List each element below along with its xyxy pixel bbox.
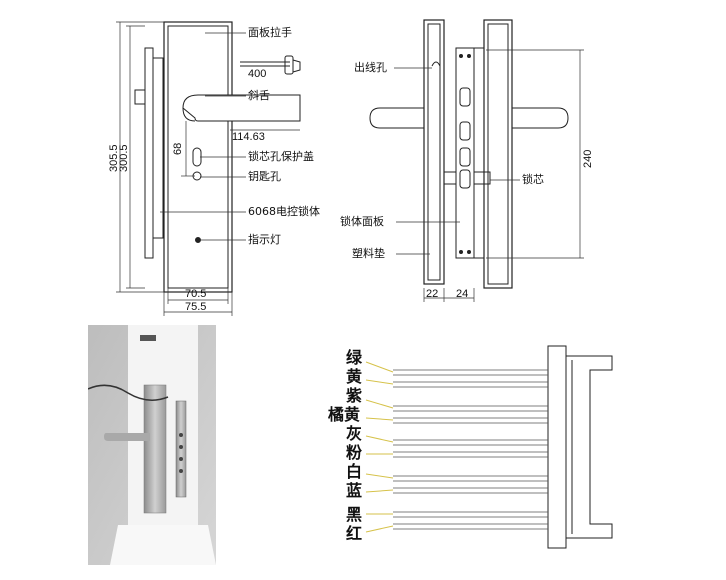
wire-label-black: 黑: [346, 505, 363, 524]
callout-plastic-pad: 塑料垫: [352, 247, 385, 260]
product-photo-illustration: [88, 325, 216, 565]
callout-lock-faceplate: 锁体面板: [340, 215, 384, 228]
wire-label-pink: 粉: [346, 443, 363, 462]
wire-label-blue: 蓝: [346, 481, 363, 500]
wire-label-purple: 紫: [346, 386, 363, 405]
dimension-depth-left: 22: [426, 288, 439, 300]
product-photo: [88, 325, 216, 565]
callout-cable-hole: 出线孔: [354, 61, 387, 74]
wire-label-yellow: 黄: [346, 367, 363, 386]
callout-indicator-light: 指示灯: [248, 233, 281, 246]
wire-label-gray: 灰: [346, 424, 363, 443]
callout-latch-bolt: 斜舌: [248, 89, 270, 102]
wire-label-white: 白: [346, 462, 363, 481]
dimension-width-inner: 70.5: [185, 288, 207, 300]
wire-label-orange-yellow: 橘黄: [328, 405, 361, 424]
callout-cylinder-cover: 锁芯孔保护盖: [248, 150, 314, 163]
callout-keyhole: 钥匙孔: [248, 170, 281, 183]
dimension-depth-right: 24: [456, 288, 469, 300]
wire-label-red: 红: [346, 524, 363, 543]
callout-lock-body: 6068电控锁体: [248, 205, 320, 218]
dimension-cable-length: 400: [248, 68, 267, 80]
callout-lock-cylinder: 锁芯: [522, 173, 544, 186]
wire-label-green: 绿: [346, 348, 363, 367]
dimension-handle-length: 114.63: [232, 131, 265, 143]
dimension-width-outer: 75.5: [185, 301, 207, 313]
callout-panel-handle: 面板拉手: [248, 26, 292, 39]
